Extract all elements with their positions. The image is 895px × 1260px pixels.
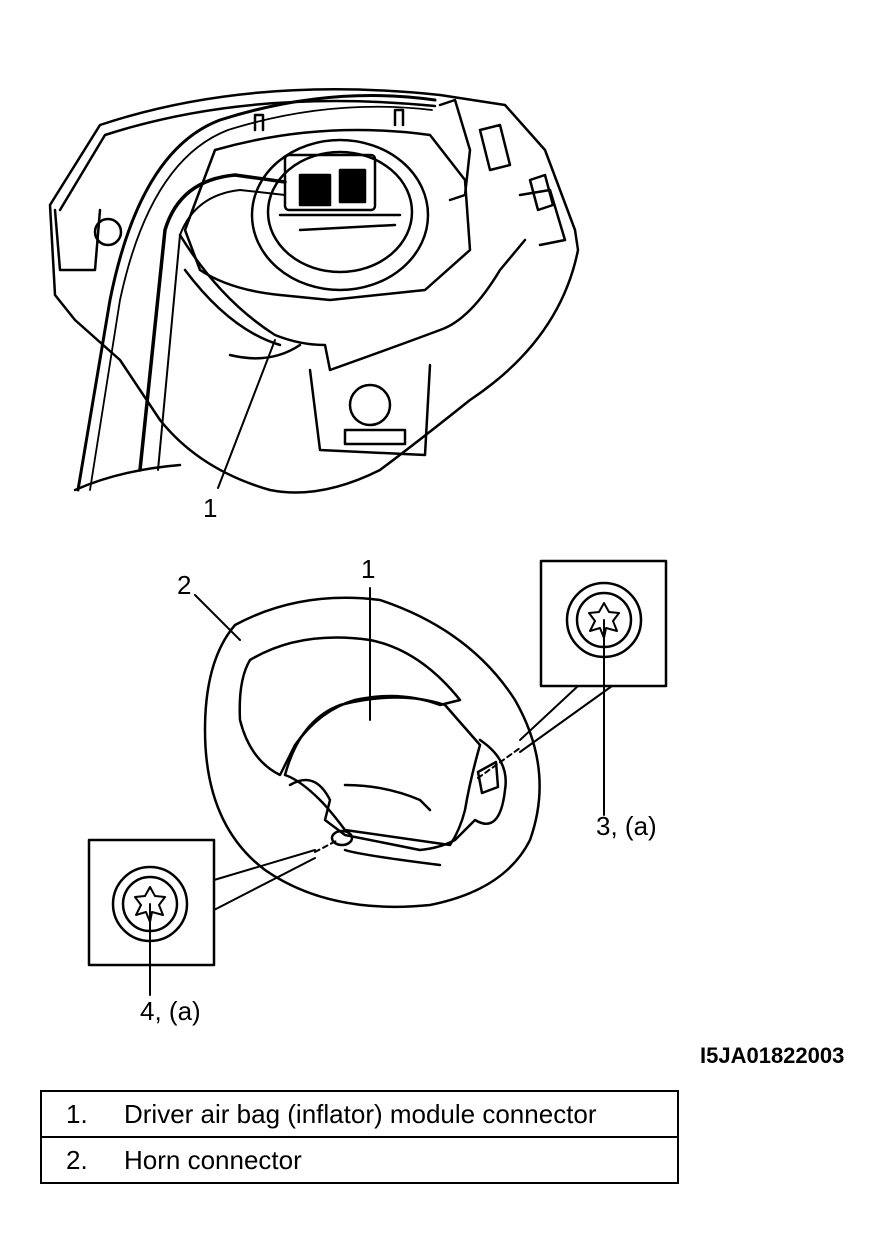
callout-1-top: 1 — [203, 493, 218, 523]
legend-text: Horn connector — [124, 1144, 302, 1175]
legend-text: Driver air bag (inflator) module connect… — [124, 1098, 597, 1129]
bolt-detail-right — [477, 559, 668, 816]
legend-num: 1. — [66, 1098, 88, 1129]
legend-row: 1. Driver air bag (inflator) module conne… — [40, 1090, 679, 1138]
legend-table: 1. Driver air bag (inflator) module conne… — [40, 1090, 679, 1184]
callout-1-wheel: 1 — [361, 554, 376, 584]
bolt-detail-left — [87, 838, 339, 996]
legend-cell: 1. Driver air bag (inflator) module conne… — [40, 1090, 679, 1138]
steering-wheel-illustration — [194, 587, 541, 909]
airbag-module-illustration — [48, 88, 580, 494]
legend-cell: 2. Horn connector — [40, 1136, 679, 1184]
legend-num: 2. — [66, 1144, 88, 1175]
legend-row: 2. Horn connector — [40, 1136, 679, 1184]
callout-3-bolt: 3, (a) — [596, 811, 657, 841]
airbag-removal-diagram — [48, 88, 668, 996]
callout-2-horn: 2 — [177, 570, 192, 600]
callout-4-bolt: 4, (a) — [140, 996, 201, 1026]
figure-code: I5JA01822003 — [700, 1043, 845, 1068]
